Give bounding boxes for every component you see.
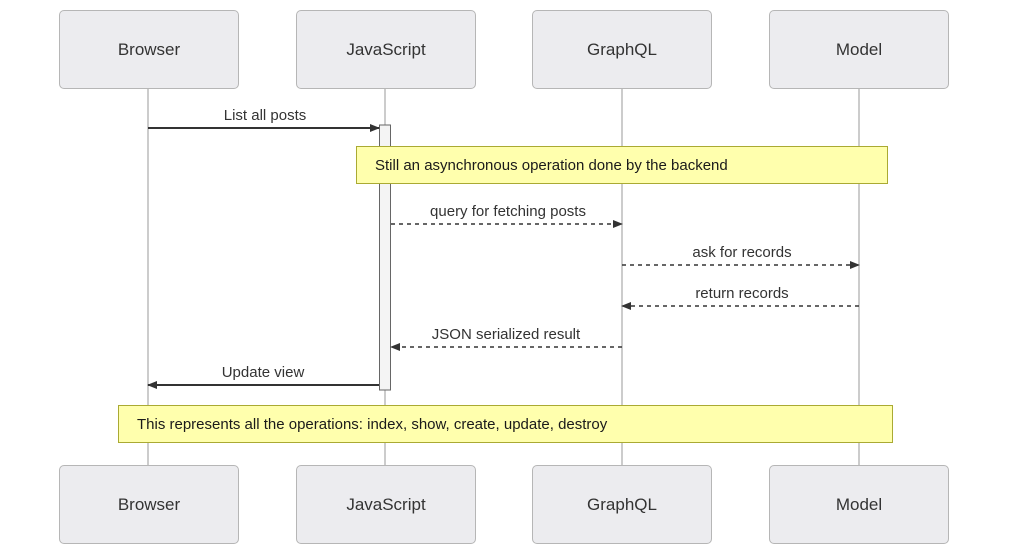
participant-label: Browser — [117, 39, 181, 59]
message-label-update-view: Update view — [221, 364, 305, 381]
participant-label: Model — [835, 494, 883, 514]
participant-top-javascript[interactable]: JavaScript — [296, 10, 476, 89]
message-label-return-records: return records — [695, 285, 789, 302]
note-async-backend: Still an asynchronous operation done by … — [356, 146, 888, 184]
message-label-ask-for-records: ask for records — [692, 244, 792, 261]
participant-label: Model — [835, 39, 883, 59]
participant-label: JavaScript — [346, 39, 426, 59]
message-label-list-all-posts: List all posts — [223, 107, 307, 124]
participant-label: JavaScript — [346, 494, 426, 514]
participant-bottom-browser[interactable]: Browser — [59, 465, 239, 544]
participant-bottom-graphql[interactable]: GraphQL — [532, 465, 712, 544]
participant-top-model[interactable]: Model — [769, 10, 949, 89]
note-all-operations: This represents all the operations: inde… — [118, 405, 893, 443]
participant-label: GraphQL — [587, 494, 657, 514]
participant-bottom-model[interactable]: Model — [769, 465, 949, 544]
participant-top-browser[interactable]: Browser — [59, 10, 239, 89]
message-label-json-serialized-result: JSON serialized result — [431, 326, 581, 343]
participant-top-graphql[interactable]: GraphQL — [532, 10, 712, 89]
activation-bar-group — [379, 124, 391, 391]
participant-label: GraphQL — [587, 39, 657, 59]
message-arrows-group — [147, 124, 860, 389]
note-text: Still an asynchronous operation done by … — [375, 156, 728, 174]
note-text: This represents all the operations: inde… — [137, 415, 608, 433]
activation-bar-javascript — [379, 124, 391, 391]
participant-bottom-javascript[interactable]: JavaScript — [296, 465, 476, 544]
participant-label: Browser — [117, 494, 181, 514]
message-label-query-for-fetching-posts: query for fetching posts — [430, 203, 586, 220]
